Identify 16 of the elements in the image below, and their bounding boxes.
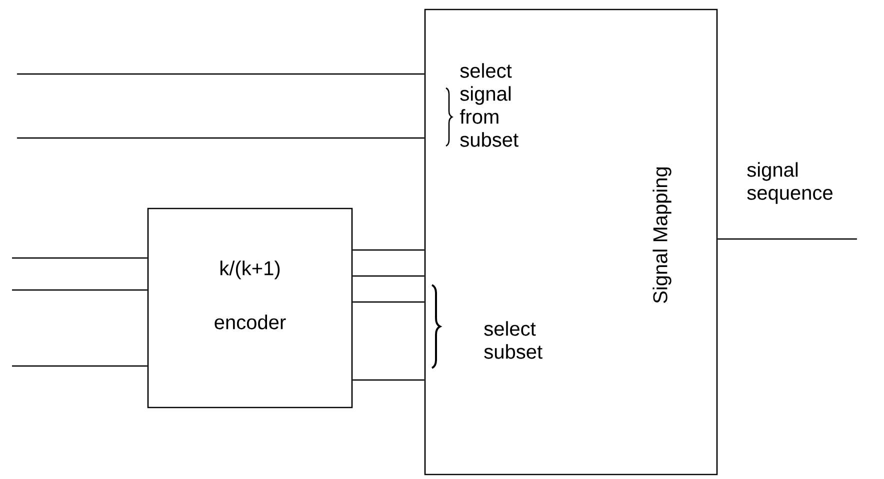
note-text: select subset — [484, 321, 542, 359]
signal-line — [17, 137, 424, 139]
signal-line — [718, 238, 857, 240]
signal-line — [352, 275, 424, 277]
block-label: encoder — [214, 314, 286, 330]
signal-line — [12, 289, 148, 291]
signal-line — [17, 73, 424, 75]
signal-line — [352, 379, 424, 381]
signal-line — [12, 365, 148, 367]
block-label: k/(k+1) — [220, 260, 280, 280]
signal-line — [352, 249, 424, 251]
note-text: select signal from subset — [460, 63, 518, 147]
block-label: Signal Mapping — [652, 167, 672, 304]
signal-line — [352, 301, 424, 303]
signal-line — [12, 257, 148, 259]
note-text: signal sequence — [747, 162, 832, 204]
